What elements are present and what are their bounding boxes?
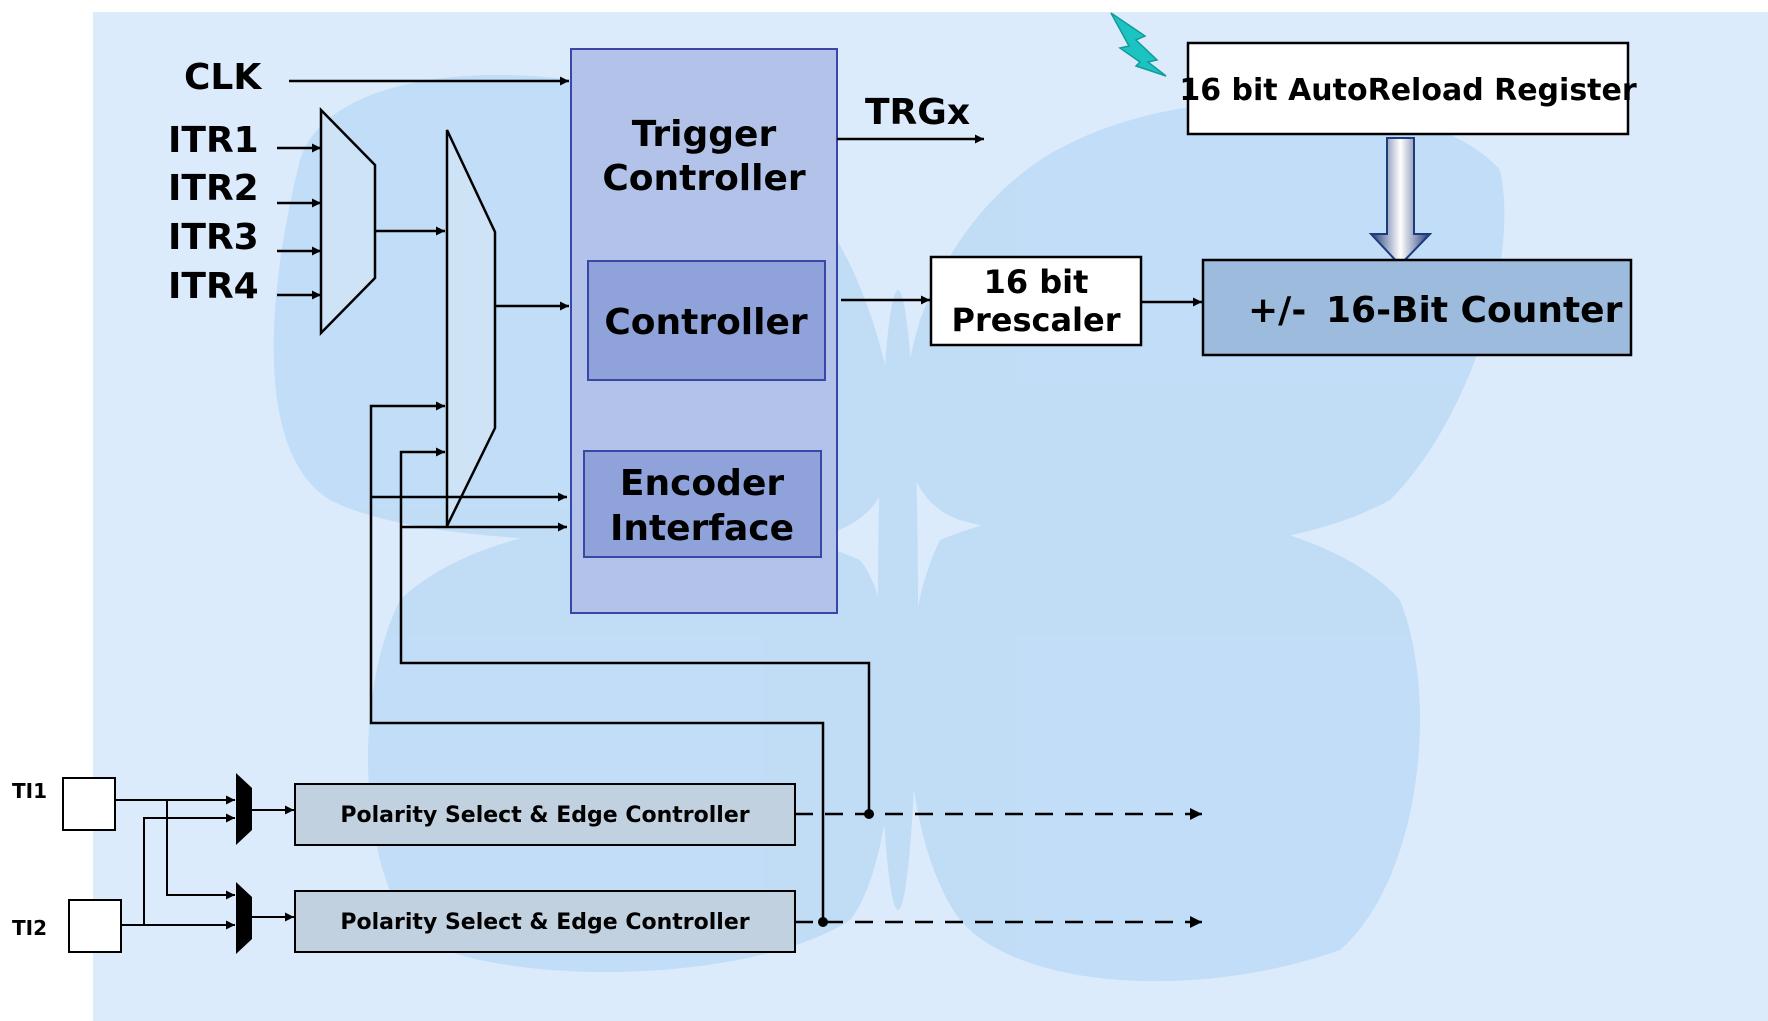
polarity-block-2 [294, 890, 796, 953]
encoder-interface-block [583, 450, 822, 558]
ti2-label: TI2 [12, 916, 47, 940]
autoreload-register-label: 16 bit AutoReload Register [1179, 73, 1637, 108]
polarity-block-1 [294, 783, 796, 846]
autoreload-load-arrow [1368, 137, 1433, 267]
ti1-cross-wire [166, 800, 235, 900]
ti1-label: TI1 [12, 779, 47, 803]
controller-label: Controller [604, 302, 808, 343]
prescaler-block [929, 255, 1143, 347]
prescaler-line2: Prescaler [952, 301, 1121, 339]
ti-feedback-line-a [369, 401, 825, 922]
ti-feedback-line-b [399, 447, 871, 813]
encoder-interface-line2: Interface [610, 508, 794, 549]
ti2-select-mux [236, 882, 252, 954]
lightning-icon [1110, 12, 1167, 77]
prescaler-line1: 16 bit [984, 263, 1089, 301]
polarity-label-1: Polarity Select & Edge Controller [340, 803, 749, 828]
itr-mux [319, 106, 377, 337]
trigger-select-mux [445, 129, 497, 527]
encoder-interface-line1: Encoder [620, 463, 784, 504]
polarity-label-2: Polarity Select & Edge Controller [340, 910, 749, 935]
ti1-select-mux [236, 773, 252, 845]
itr3-label: ITR3 [168, 217, 259, 258]
controller-block [587, 260, 826, 381]
trgx-label: TRGx [865, 92, 970, 133]
ti2-input-box [68, 899, 122, 953]
ti1-input-box [62, 777, 116, 831]
itr4-label: ITR4 [168, 266, 259, 307]
trigger-controller-title-line1: Trigger [632, 114, 777, 155]
junction-dot-2 [818, 917, 828, 927]
counter-block [1201, 258, 1633, 357]
itr2-label: ITR2 [168, 168, 259, 209]
clk-label: CLK [184, 57, 262, 98]
junction-dot-1 [864, 809, 874, 819]
trigger-controller-title-line2: Controller [602, 158, 806, 199]
itr1-label: ITR1 [168, 120, 259, 161]
autoreload-register-block [1186, 41, 1630, 136]
counter-sign: +/- [1248, 290, 1306, 331]
ti2-cross-wire [143, 813, 235, 925]
counter-label: 16-Bit Counter [1326, 290, 1623, 331]
